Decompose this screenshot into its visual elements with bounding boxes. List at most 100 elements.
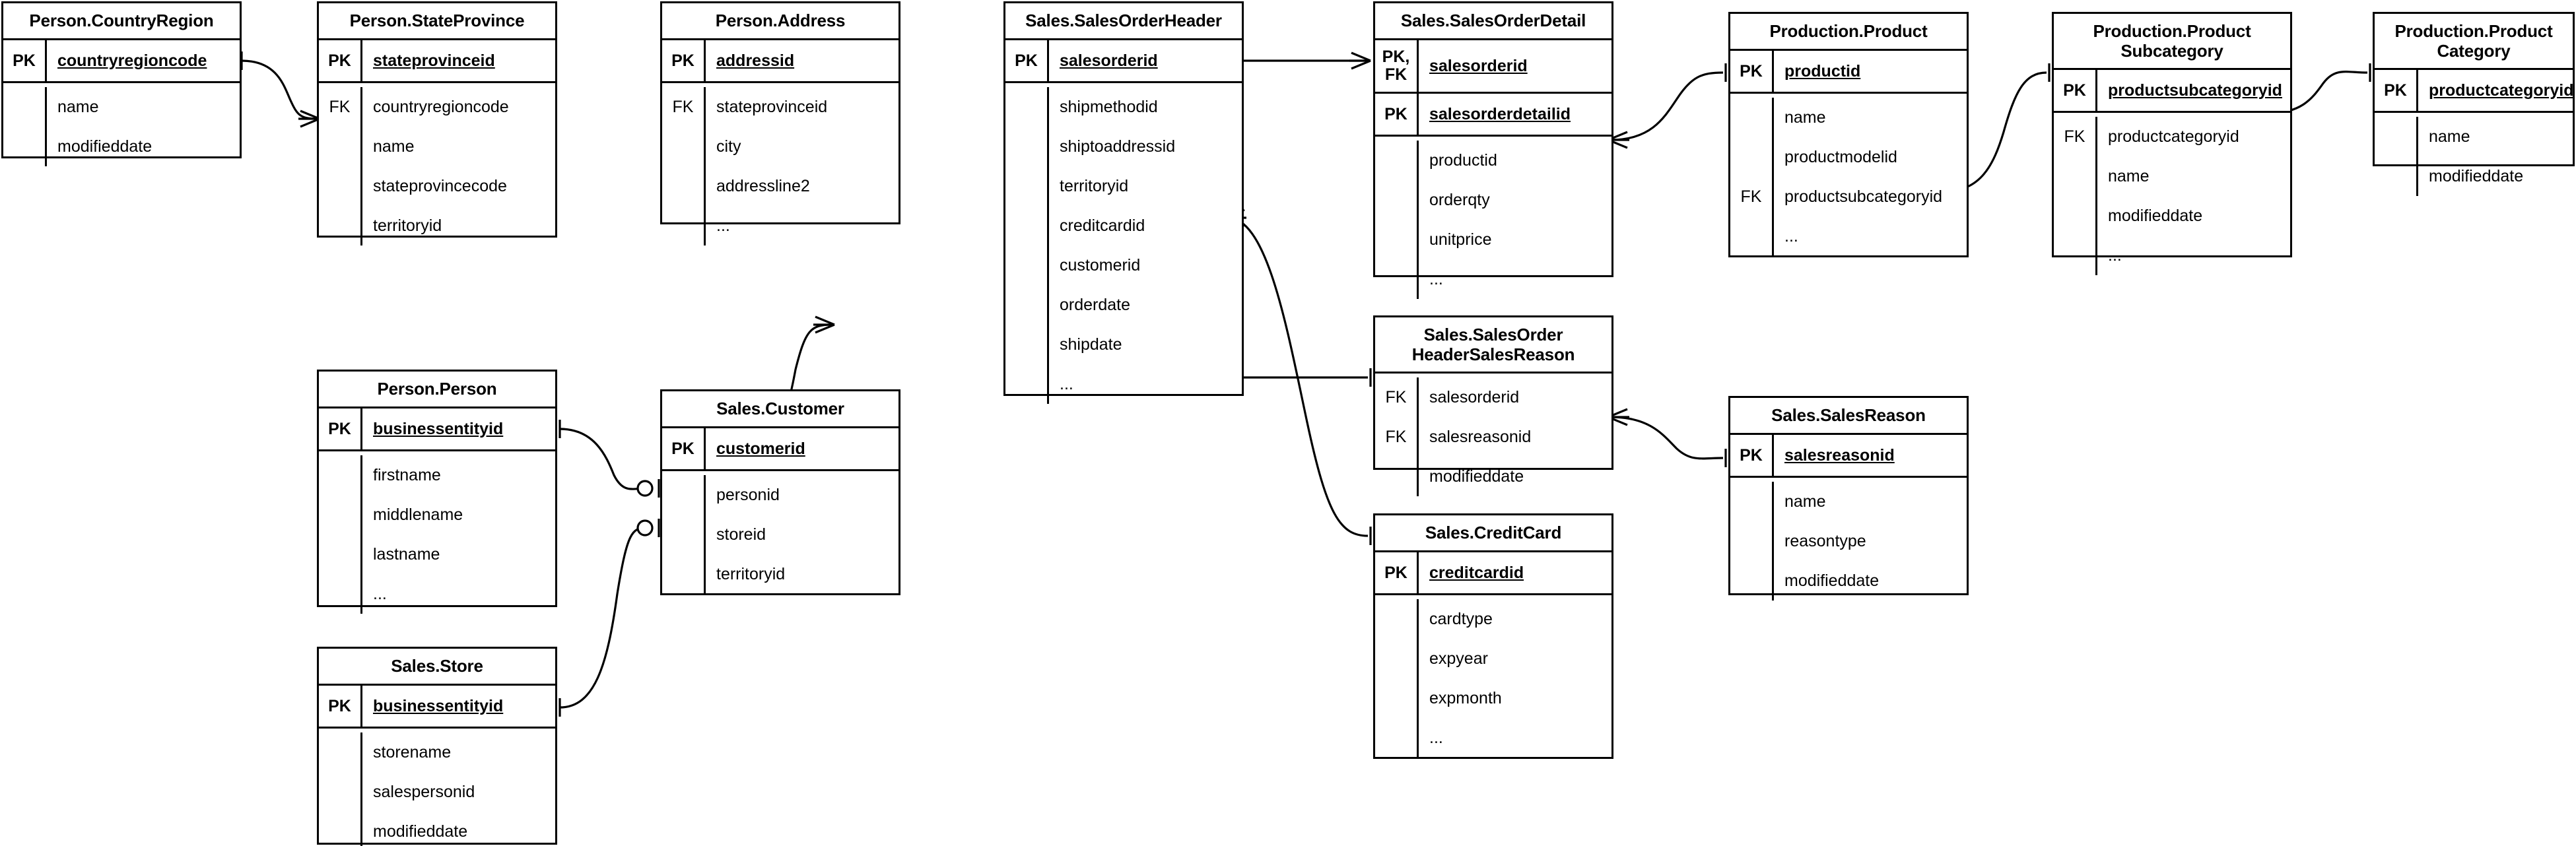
attribute-row[interactable]: expyear (1375, 639, 1611, 678)
entity-production-product[interactable]: Production.Product PK productid name pro… (1728, 12, 1969, 257)
attribute-row[interactable]: FK productsubcategoryid (1730, 177, 1967, 216)
attribute-name: modifieddate (1429, 467, 1524, 486)
key-badge (1730, 216, 1774, 256)
attribute-row[interactable]: name (319, 127, 555, 166)
key-badge (319, 772, 362, 812)
attribute-row[interactable]: PK businessentityid (319, 686, 555, 727)
key-badge (1375, 457, 1419, 496)
attribute-row[interactable]: creditcardid (1005, 206, 1242, 245)
attribute-row[interactable]: PK productid (1730, 51, 1967, 92)
attribute-row[interactable]: PK productcategoryid (2375, 70, 2573, 111)
attribute-row[interactable]: PK stateprovinceid (319, 40, 555, 81)
entity-production-productsubcategory[interactable]: Production.Product Subcategory PK produc… (2052, 12, 2292, 275)
entity-person-address[interactable]: Person.Address PK addressid FK stateprov… (660, 1, 900, 245)
attribute-row[interactable]: PK,FK salesorderid (1375, 40, 1611, 92)
attribute-row[interactable]: ... (1375, 718, 1611, 758)
attribute-row[interactable]: ... (662, 206, 898, 245)
attribute-row[interactable]: addressline2 (662, 166, 898, 206)
attribute-row[interactable]: name (1730, 482, 1967, 521)
attribute-row[interactable]: modifieddate (1730, 561, 1967, 601)
attribute-row[interactable]: productmodelid (1730, 137, 1967, 177)
attribute-row[interactable]: PK creditcardid (1375, 552, 1611, 593)
entity-sales-creditcard[interactable]: Sales.CreditCard PK creditcardid cardtyp… (1373, 513, 1613, 759)
attribute-row[interactable]: FK countryregioncode (319, 87, 555, 127)
entity-person-countryregion[interactable]: Person.CountryRegion PK countryregioncod… (1, 1, 242, 166)
attribute-row[interactable]: name (2375, 117, 2573, 156)
attribute-row[interactable]: storeid (662, 515, 898, 554)
attribute-row[interactable]: shipdate (1005, 325, 1242, 364)
attribute-row[interactable]: unitprice (1375, 220, 1611, 259)
key-badge (1375, 259, 1419, 299)
attribute-row[interactable]: middlename (319, 495, 555, 535)
attribute-row[interactable]: modifieddate (2054, 196, 2290, 236)
key-badge (319, 127, 362, 166)
attribute-row[interactable]: name (1730, 98, 1967, 137)
attribute-row[interactable]: storename (319, 732, 555, 772)
attribute-row[interactable]: customerid (1005, 245, 1242, 285)
attribute-row[interactable]: productid (1375, 141, 1611, 180)
attribute-row[interactable]: ... (1005, 364, 1242, 404)
entity-production-productcategory[interactable]: Production.Product Category PK productca… (2373, 12, 2575, 196)
entity-sales-customer[interactable]: Sales.Customer PK customerid personid st… (660, 389, 900, 595)
entity-sales-salesreason[interactable]: Sales.SalesReason PK salesreasonid name … (1728, 396, 1969, 601)
attribute-row[interactable]: PK customerid (662, 428, 898, 469)
entity-person-stateprovince[interactable]: Person.StateProvince PK stateprovinceid … (317, 1, 557, 245)
attribute-name: stateprovinceid (716, 97, 828, 116)
attribute-row[interactable]: modifieddate (3, 127, 240, 166)
attribute-row[interactable]: PK salesorderdetailid (1375, 94, 1611, 135)
attribute-row[interactable]: PK countryregioncode (3, 40, 240, 81)
key-badge (1005, 87, 1049, 127)
key-badge: PK (1375, 94, 1419, 135)
attribute-row[interactable]: firstname (319, 455, 555, 495)
entity-sales-store[interactable]: Sales.Store PK businessentityid storenam… (317, 647, 557, 846)
entity-sales-salesorderdetail[interactable]: Sales.SalesOrderDetail PK,FK salesorderi… (1373, 1, 1613, 299)
attribute-row[interactable]: PK businessentityid (319, 408, 555, 449)
attribute-row[interactable]: ... (1730, 216, 1967, 256)
entity-title-line2: Subcategory (2120, 41, 2223, 61)
attribute-row[interactable]: PK addressid (662, 40, 898, 81)
entity-sales-salesorderheadersalesreason[interactable]: Sales.SalesOrder HeaderSalesReason FK sa… (1373, 315, 1613, 496)
attribute-row[interactable]: FK stateprovinceid (662, 87, 898, 127)
entity-title-line1: Sales.SalesOrder (1423, 325, 1563, 344)
entity-person-person[interactable]: Person.Person PK businessentityid firstn… (317, 370, 557, 614)
attribute-row[interactable]: shipmethodid (1005, 87, 1242, 127)
entity-title-line1: Production.Product (2394, 21, 2553, 41)
attribute-row[interactable]: territoryid (662, 554, 898, 594)
key-badge (319, 206, 362, 245)
attribute-row[interactable]: reasontype (1730, 521, 1967, 561)
attribute-row[interactable]: salespersonid (319, 772, 555, 812)
attribute-row[interactable]: modifieddate (2375, 156, 2573, 196)
attribute-row[interactable]: expmonth (1375, 678, 1611, 718)
attribute-name: storeid (716, 525, 766, 544)
attribute-row[interactable]: personid (662, 475, 898, 515)
entity-sales-salesorderheader[interactable]: Sales.SalesOrderHeader PK salesorderid s… (1003, 1, 1244, 404)
attribute-row[interactable]: stateprovincecode (319, 166, 555, 206)
attribute-row[interactable]: orderqty (1375, 180, 1611, 220)
attribute-name: ... (1784, 226, 1798, 245)
attribute-row[interactable]: modifieddate (1375, 457, 1611, 496)
attribute-row[interactable]: FK salesreasonid (1375, 417, 1611, 457)
attribute-row[interactable]: name (2054, 156, 2290, 196)
attribute-row[interactable]: PK salesorderid (1005, 40, 1242, 81)
attribute-row[interactable]: FK salesorderid (1375, 377, 1611, 417)
attribute-row[interactable]: territoryid (319, 206, 555, 245)
attribute-row[interactable]: orderdate (1005, 285, 1242, 325)
attribute-row[interactable]: FK productcategoryid (2054, 117, 2290, 156)
attribute-row[interactable]: ... (2054, 236, 2290, 275)
attribute-row[interactable]: name (3, 87, 240, 127)
attribute-row[interactable]: cardtype (1375, 599, 1611, 639)
key-badge (2054, 156, 2097, 196)
attribute-row[interactable]: shiptoaddressid (1005, 127, 1242, 166)
attribute-row[interactable]: lastname (319, 535, 555, 574)
entity-attribute-group: productid orderqty unitprice ... (1375, 135, 1611, 306)
attribute-row[interactable]: PK productsubcategoryid (2054, 70, 2290, 111)
attribute-row[interactable]: ... (319, 574, 555, 614)
attribute-name: stateprovincecode (373, 176, 507, 195)
attribute-row[interactable]: modifieddate (319, 812, 555, 846)
attribute-row[interactable]: territoryid (1005, 166, 1242, 206)
attribute-row[interactable]: city (662, 127, 898, 166)
key-badge: FK (1375, 417, 1419, 457)
attribute-row[interactable]: PK salesreasonid (1730, 435, 1967, 476)
attribute-name: salesorderid (1429, 56, 1528, 75)
attribute-row[interactable]: ... (1375, 259, 1611, 299)
